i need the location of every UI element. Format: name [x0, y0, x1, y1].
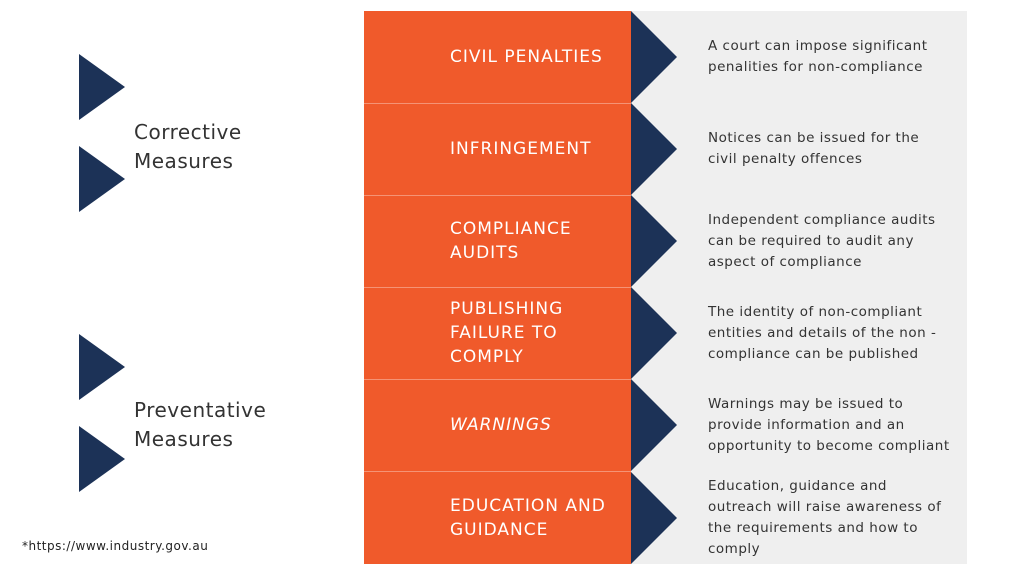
measure-description-education: Education, guidance and outreach will ra…: [708, 477, 942, 557]
measure-label-warnings: WARNINGS: [450, 415, 552, 435]
measure-label-compliance-audits: COMPLIANCE AUDITS: [450, 219, 572, 263]
chevron-right-icon: [79, 426, 125, 492]
chevron-right-icon: [79, 146, 125, 212]
measures-panel: [364, 11, 631, 564]
description-panel: [631, 11, 967, 564]
triangle-right-icon: [631, 472, 677, 564]
triangle-right-icon: [631, 379, 677, 471]
source-footnote: *https://www.industry.gov.au: [22, 539, 209, 553]
measure-description-infringement: Notices can be issued for the civil pena…: [708, 130, 920, 167]
triangle-right-icon: [631, 195, 677, 287]
measure-label-education: EDUCATION AND GUIDANCE: [450, 495, 606, 540]
measure-description-compliance-audits: Independent compliance audits can be req…: [708, 211, 936, 270]
row-divider: [364, 195, 631, 196]
measure-description-civil-penalties: A court can impose significant penalitie…: [708, 38, 928, 75]
group-label-corrective: Corrective Measures: [134, 120, 242, 173]
measure-label-publishing: PUBLISHING FAILURE TO COMPLY: [450, 299, 564, 367]
row-divider: [364, 103, 631, 104]
chevron-right-icon: [79, 334, 125, 400]
row-divider: [364, 471, 631, 472]
chevron-right-icon: [79, 54, 125, 120]
triangle-right-icon: [631, 287, 677, 379]
measure-description-warnings: Warnings may be issued to provide inform…: [708, 395, 950, 454]
row-divider: [364, 287, 631, 288]
triangle-right-icon: [631, 11, 677, 103]
measure-label-civil-penalties: CIVIL PENALTIES: [450, 47, 603, 67]
measure-description-publishing: The identity of non-compliant entities a…: [708, 303, 937, 362]
triangle-right-icon: [631, 103, 677, 195]
row-divider: [364, 379, 631, 380]
group-label-preventative: Preventative Measures: [134, 398, 267, 451]
measure-label-infringement: INFRINGEMENT: [450, 139, 592, 159]
